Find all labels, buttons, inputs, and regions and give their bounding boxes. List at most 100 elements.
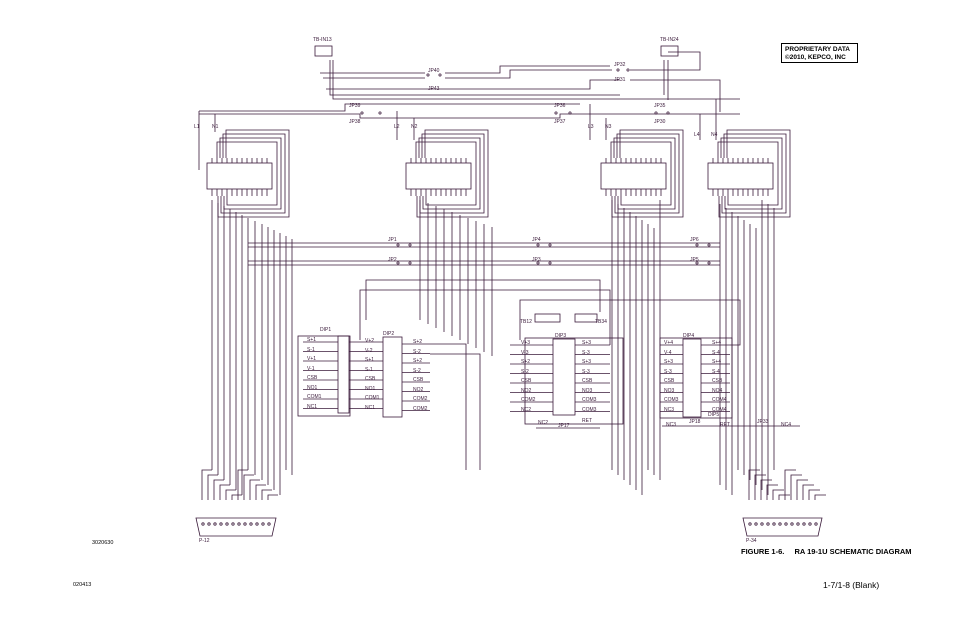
dip4-left-pin: S+3 <box>664 359 674 365</box>
dip3-left-pin: NO2 <box>521 387 532 394</box>
pin <box>219 522 223 526</box>
fan-wire <box>219 484 230 500</box>
jumper-pad <box>695 261 699 265</box>
jumper-pad <box>536 243 540 247</box>
module-loop-wire <box>419 133 485 214</box>
ret2-label: RET <box>720 422 730 428</box>
dip2 <box>382 336 403 418</box>
slot-n1: N1 <box>212 124 219 130</box>
dip2-right-pin: NO2 <box>413 386 424 393</box>
dip4-left-pin: V-4 <box>664 349 672 356</box>
dip2-left-pin: NO1 <box>365 385 376 392</box>
dip3-left-pin: CSB <box>521 378 532 384</box>
dip4-left-pin: COM3 <box>664 397 679 403</box>
pin <box>255 522 259 526</box>
slot-l4: L4 <box>694 132 700 138</box>
jp18-label: JP18 <box>689 419 701 425</box>
fan-wire <box>772 489 784 500</box>
dip2-right-pin: COM2 <box>413 405 428 412</box>
dip4-right-pin: COM4 <box>712 397 727 403</box>
fan-wire <box>784 469 796 500</box>
nc2-label: NC2 <box>538 420 549 426</box>
pin <box>766 522 770 526</box>
jp30-label: JP30 <box>654 119 666 125</box>
jp43-label: JP43 <box>428 86 440 92</box>
fan-wire <box>243 474 254 500</box>
jumper-pad <box>408 243 412 247</box>
p34-label: P-34 <box>746 538 757 544</box>
bus-wire <box>630 51 701 71</box>
pin <box>772 522 776 526</box>
dip3 <box>552 338 576 416</box>
fan-wire <box>213 479 224 500</box>
dip2-left-pin: NC1 <box>365 404 376 411</box>
jumper-pad <box>626 68 630 72</box>
dip4-right-pin: S+4 <box>712 359 722 365</box>
fan-wire <box>255 484 266 500</box>
dip-wire <box>430 343 467 470</box>
jp40-label: JP40 <box>428 68 440 74</box>
module-loop-wire <box>720 137 783 210</box>
dip1-left-pin: NO1 <box>307 384 318 391</box>
fan-wire <box>814 494 826 500</box>
dip4-right-pin: S-4 <box>712 349 720 356</box>
bus-wire <box>332 60 740 100</box>
dip3-left-pin: V+3 <box>521 340 531 346</box>
dip-wire <box>519 299 741 346</box>
pin <box>790 522 794 526</box>
fan-wire <box>231 494 242 500</box>
pin <box>201 522 205 526</box>
pin <box>237 522 241 526</box>
fan-wire <box>261 489 272 500</box>
dip5-label: DIP5 <box>708 412 720 418</box>
dip2-right-pin: S+2 <box>413 339 423 345</box>
tb-in13-label: TB-IN13 <box>313 37 332 43</box>
dip2-left-pin: S-1 <box>365 366 373 373</box>
jp1-label: JP1 <box>388 237 397 243</box>
fan-wire <box>225 489 236 500</box>
fan-wire <box>808 489 820 500</box>
dip2-left-pin: COM1 <box>365 395 380 401</box>
module-connector-2 <box>405 162 472 190</box>
dip3-right-pin: S+3 <box>582 340 592 346</box>
jumper-pad <box>536 261 540 265</box>
dip4-right-pin: S+4 <box>712 340 722 346</box>
dip1-left-pin: S-1 <box>307 346 315 353</box>
fan-wire <box>790 474 802 500</box>
slot-l2: L2 <box>394 124 400 130</box>
pin <box>808 522 812 526</box>
date-code: 020413 <box>73 582 92 588</box>
fan-wire <box>249 479 260 500</box>
jp37-label: JP37 <box>554 119 566 125</box>
jumper-pad <box>548 261 552 265</box>
dip4-frame <box>659 337 733 419</box>
module-loop-wire <box>220 133 286 214</box>
dip2-left-pin: CSB <box>365 376 376 382</box>
bus-wire <box>329 60 620 96</box>
bus-wire <box>630 79 721 112</box>
fan-wire <box>766 484 778 500</box>
jumper-pad <box>548 243 552 247</box>
figure-caption: FIGURE 1-6. RA 19-1U SCHEMATIC DIAGRAM <box>741 547 920 556</box>
jp38-label: JP38 <box>349 119 361 125</box>
module-loop-wire <box>610 141 672 206</box>
jumper-pad <box>666 111 670 115</box>
jp36-label: JP36 <box>554 103 566 109</box>
dip4-right-pin: CSB <box>712 378 723 384</box>
dip3-frame <box>524 337 624 425</box>
dip4-right-pin: COM4 <box>712 406 727 413</box>
dip3-right-pin: COM3 <box>582 397 597 403</box>
jp39-label: JP39 <box>349 103 361 109</box>
pin <box>784 522 788 526</box>
module-loop-wire <box>611 129 684 218</box>
dip3-left-pin: S-2 <box>521 368 529 375</box>
pin <box>243 522 247 526</box>
dip-wire <box>359 289 611 345</box>
pin <box>267 522 271 526</box>
dip2-right-pin: S-2 <box>413 348 421 355</box>
dip2-left-pin: V+2 <box>365 338 375 344</box>
dip4-left-pin: S-3 <box>664 368 672 375</box>
module-loop-wire <box>718 129 791 218</box>
proprietary-notice: PROPRIETARY DATA ©2010, KEPCO, INC <box>781 43 858 63</box>
